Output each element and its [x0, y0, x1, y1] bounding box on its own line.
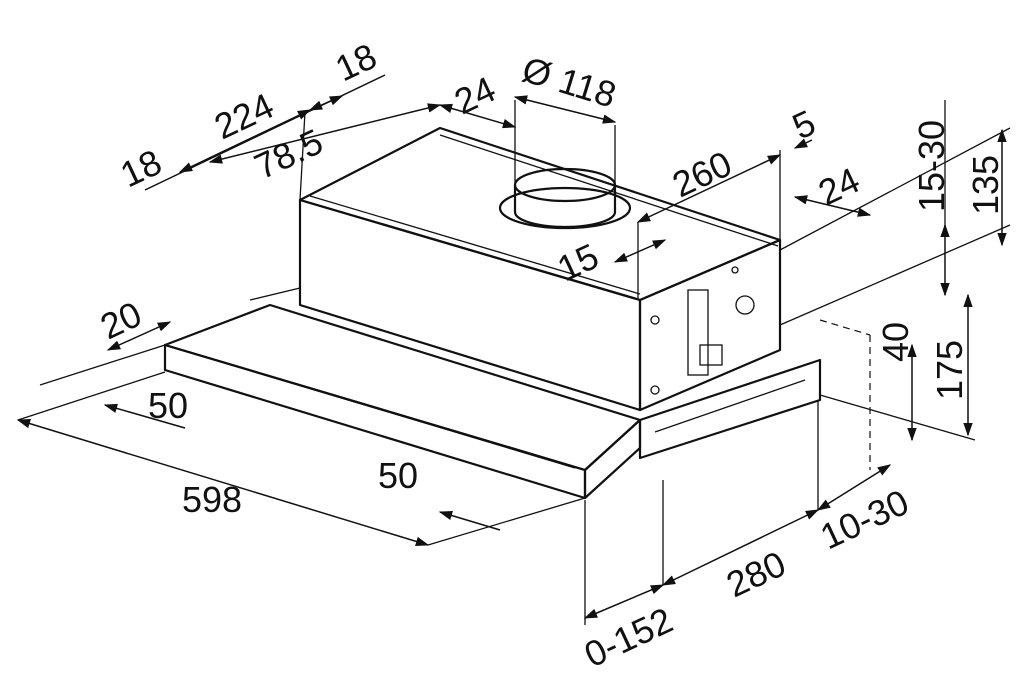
dimension-label: 260 — [666, 143, 738, 206]
dimension-label: 18 — [114, 141, 168, 195]
dimension-label: 224 — [208, 85, 280, 148]
dimension-label: 50 — [148, 385, 188, 426]
dimension-label: 18 — [329, 35, 383, 89]
dimension-label: Ø 118 — [518, 48, 621, 115]
pipe-wall — [513, 183, 617, 229]
visor-side — [583, 418, 642, 500]
visor-front — [163, 343, 587, 500]
dimension-label: 24 — [812, 159, 866, 213]
hood-front-face — [298, 198, 642, 412]
dimension-label: 20 — [94, 293, 148, 347]
dimension-label: 135 — [965, 155, 1006, 215]
pipe-flange — [498, 186, 632, 230]
dimension-labels: 18 224 18 78.5 24 Ø 118 260 5 24 15-30 1… — [94, 35, 1006, 675]
dimension-label: 5 — [786, 102, 821, 148]
dimension-label: 0-152 — [578, 599, 679, 675]
outlet-pipe — [498, 167, 632, 230]
dimension-label: 40 — [875, 322, 916, 362]
dimension-label: 598 — [182, 479, 242, 520]
dimension-label: 15-30 — [911, 120, 952, 212]
dimension-label: 175 — [929, 340, 970, 400]
control-panel-slot — [687, 289, 709, 376]
motor-connector — [735, 295, 755, 315]
switch-block — [699, 344, 723, 366]
dimension-lines — [16, 74, 1011, 625]
hood-right-face — [638, 238, 782, 412]
dimension-label: 24 — [448, 68, 502, 122]
telescopic-rail — [638, 358, 822, 460]
visor-tray — [163, 287, 822, 500]
pipe-opening — [513, 167, 617, 203]
dimension-label: 10-30 — [814, 481, 915, 557]
dimension-label: 50 — [378, 455, 418, 496]
